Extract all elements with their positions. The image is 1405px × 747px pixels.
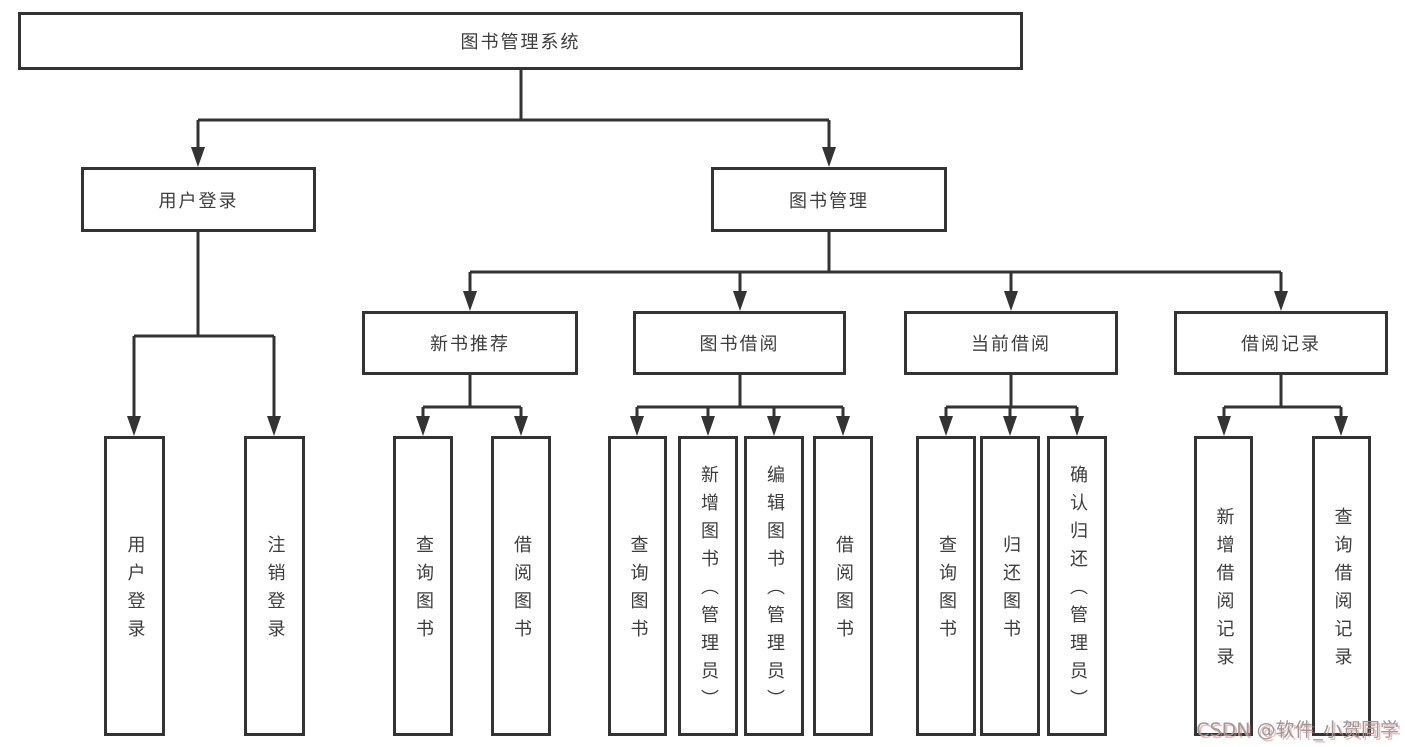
node-leaf-confirm-return-admin: 确认归还（管理员）: [1047, 436, 1107, 736]
node-label: 新书推荐: [430, 334, 510, 355]
connector-book-borrow-branch: [630, 375, 850, 436]
arrow-down-icon: [733, 291, 747, 311]
arrow-down-icon: [1334, 416, 1348, 436]
node-label: 借阅记录: [1241, 334, 1321, 355]
node-leaf-logout: 注销登录: [244, 436, 305, 736]
node-label: 图书管理系统: [460, 32, 581, 53]
node-book-borrowing: 图书借阅: [633, 311, 846, 375]
node-root-system: 图书管理系统: [18, 12, 1023, 70]
node-new-book-recommend: 新书推荐: [362, 311, 578, 375]
arrow-down-icon: [822, 147, 836, 167]
arrow-down-icon: [836, 416, 850, 436]
node-label: 注销登录: [264, 535, 286, 647]
arrow-down-icon: [1004, 291, 1018, 311]
arrow-down-icon: [1274, 291, 1288, 311]
node-label: 用户登录: [158, 190, 239, 212]
node-label: 借阅图书: [511, 535, 532, 647]
node-leaf-borrow-books: 借阅图书: [813, 436, 873, 736]
watermark: CSDN @软件_小贺同学: [1196, 719, 1399, 741]
node-leaf-query-books: 查询图书: [916, 436, 976, 736]
node-leaf-query-books: 查询图书: [393, 436, 453, 736]
arrow-down-icon: [1070, 416, 1084, 436]
node-label: 查询图书: [413, 535, 434, 647]
node-borrowing-records: 借阅记录: [1174, 311, 1388, 375]
node-label: 当前借阅: [971, 334, 1051, 355]
node-label: 新增图书（管理员）: [698, 465, 719, 717]
connector-book-management-branch: [463, 232, 1288, 311]
node-label: 新增借阅记录: [1213, 507, 1235, 675]
connector-user-login-branch: [127, 232, 281, 436]
node-label: 查询借阅记录: [1331, 507, 1353, 675]
connector-new-book-branch: [416, 375, 528, 436]
node-label: 图书借阅: [699, 334, 780, 355]
node-label: 确认归还（管理员）: [1067, 465, 1088, 717]
arrow-down-icon: [416, 416, 430, 436]
node-leaf-query-books: 查询图书: [608, 436, 667, 736]
arrow-down-icon: [701, 416, 715, 436]
arrow-down-icon: [1217, 416, 1231, 436]
node-leaf-query-borrow-record: 查询借阅记录: [1312, 436, 1371, 736]
node-label: 查询图书: [936, 535, 957, 647]
arrow-down-icon: [939, 416, 953, 436]
node-book-management: 图书管理: [711, 167, 947, 232]
node-label: 编辑图书（管理员）: [764, 465, 785, 717]
arrow-down-icon: [127, 416, 141, 436]
arrow-down-icon: [463, 291, 477, 311]
node-leaf-borrow-books: 借阅图书: [491, 436, 551, 736]
arrow-down-icon: [267, 416, 281, 436]
node-leaf-return-books: 归还图书: [980, 436, 1040, 736]
node-label: 查询图书: [627, 535, 649, 647]
node-user-login: 用户登录: [81, 167, 316, 232]
node-leaf-user-login: 用户登录: [104, 436, 165, 736]
node-label: 借阅图书: [833, 535, 854, 647]
node-leaf-add-books-admin: 新增图书（管理员）: [678, 436, 738, 736]
node-label: 归还图书: [1000, 535, 1021, 647]
node-label: 用户登录: [124, 535, 146, 647]
node-label: 图书管理: [789, 190, 869, 212]
connector-root-branch: [191, 70, 836, 167]
node-leaf-add-borrow-record: 新增借阅记录: [1194, 436, 1253, 736]
arrow-down-icon: [767, 416, 781, 436]
arrow-down-icon: [1003, 416, 1017, 436]
connector-borrow-records-branch: [1217, 375, 1348, 436]
connector-current-borrow-branch: [939, 375, 1084, 436]
node-leaf-edit-books-admin: 编辑图书（管理员）: [744, 436, 804, 736]
node-current-borrowing: 当前借阅: [904, 311, 1118, 375]
arrow-down-icon: [191, 147, 205, 167]
arrow-down-icon: [514, 416, 528, 436]
arrow-down-icon: [630, 416, 644, 436]
